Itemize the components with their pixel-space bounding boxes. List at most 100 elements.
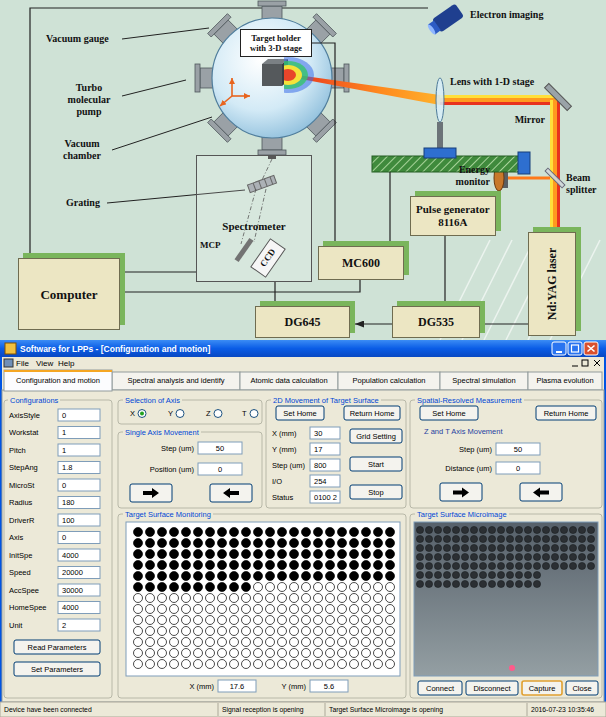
- target-spot-grid: [290, 583, 299, 592]
- crater-dots: [452, 553, 459, 560]
- target-spot-grid: [158, 627, 167, 636]
- target-spot-grid: [326, 561, 335, 570]
- chamber-port: [313, 14, 336, 37]
- crater-dots: [506, 580, 513, 587]
- ui-text: 4000: [62, 603, 79, 612]
- target-spot-grid: [374, 583, 383, 592]
- target-spot-grid: [242, 528, 251, 537]
- status-text: Signal reception is opening: [222, 706, 304, 714]
- ui-text: 1: [62, 428, 66, 437]
- target-spot-grid: [374, 660, 383, 669]
- target-spot-grid: [218, 572, 227, 581]
- node-text: Pulse generator: [416, 203, 490, 216]
- software-window: [0, 702, 606, 717]
- laser-beam: [557, 100, 560, 232]
- crater-dots: [497, 535, 504, 542]
- target-spot-grid: [326, 616, 335, 625]
- target-spot-grid: [326, 638, 335, 647]
- push-button: [350, 457, 402, 471]
- crater-dots: [524, 571, 531, 578]
- ui-text: Radius: [9, 498, 32, 507]
- software-window: [582, 360, 588, 366]
- target-spot-grid: [242, 638, 251, 647]
- target-spot-grid: [194, 649, 203, 658]
- target-spot-grid: [206, 649, 215, 658]
- crater-dots: [425, 562, 432, 569]
- target-spot-grid: [170, 583, 179, 592]
- group-title: Configurations: [8, 396, 60, 405]
- target-spot-grid: [362, 528, 371, 537]
- target-spot-grid: [266, 550, 275, 559]
- crater-dots: [542, 535, 549, 542]
- crater-dots: [452, 544, 459, 551]
- crater-dots: [425, 553, 432, 560]
- target-spot-grid: [374, 528, 383, 537]
- software-window: [2, 369, 604, 391]
- connector-wire: [444, 236, 445, 301]
- group-title: Single Axis Movement: [123, 428, 201, 437]
- target-spot-grid: [134, 528, 395, 669]
- crater-dots: [461, 553, 468, 560]
- target-spot-grid: [182, 594, 191, 603]
- target-spot-grid: [218, 616, 227, 625]
- target-spot-grid: [206, 572, 215, 581]
- target-spot-grid: [254, 539, 263, 548]
- target-spot-grid: [242, 627, 251, 636]
- crater-dots: [479, 535, 486, 542]
- crater-dots: [524, 535, 531, 542]
- group-box: [4, 400, 602, 698]
- target-spot-grid: [254, 572, 263, 581]
- computer-box: Computer: [18, 258, 120, 330]
- ui-text: DriverR: [9, 516, 34, 525]
- laser-beam: [504, 177, 550, 180]
- crater-dots: [461, 571, 468, 578]
- target-spot-grid: [326, 528, 335, 537]
- target-spot-grid: [386, 616, 395, 625]
- crater-dots: [587, 562, 594, 569]
- target-spot-grid: [338, 594, 347, 603]
- target-spot-grid: [338, 638, 347, 647]
- target-spot-grid: [254, 583, 263, 592]
- software-window: [0, 340, 606, 717]
- target-spot-grid: [194, 660, 203, 669]
- lens-stage: [424, 148, 456, 158]
- text-field: [58, 584, 100, 596]
- ui-text: 0: [62, 533, 66, 542]
- crater-dots: [416, 535, 423, 542]
- radio-button: [176, 410, 184, 418]
- crater-dots: [443, 571, 450, 578]
- target-spot-grid: [230, 660, 239, 669]
- ui-text: X: [130, 409, 135, 418]
- axes-symbol: [232, 95, 250, 97]
- ui-text: InitSpe: [9, 551, 32, 560]
- arrow-icon: [143, 488, 549, 499]
- target-spot-grid: [266, 583, 275, 592]
- ui-text: I/O: [272, 477, 282, 486]
- push-button: [14, 640, 100, 654]
- software-window: [556, 351, 562, 353]
- push-button: [344, 406, 400, 420]
- target-spot-grid: [146, 627, 155, 636]
- crater-dots: [470, 571, 477, 578]
- ui-controls: [14, 406, 598, 695]
- connector-wire: [274, 282, 275, 301]
- crater-dots: [578, 544, 585, 551]
- software-window: [588, 346, 595, 352]
- ui-text: Plasma evolution: [536, 376, 593, 385]
- crater-dots: [542, 544, 549, 551]
- text-field: [496, 462, 540, 474]
- target-spot-grid: [278, 572, 287, 581]
- camera-symbol: [425, 3, 464, 37]
- crater-dots: [533, 571, 540, 578]
- target-spot-grid: [242, 572, 251, 581]
- text-field: [310, 459, 340, 471]
- target-spot-grid: [134, 583, 143, 592]
- target-spot-grid: [338, 660, 347, 669]
- camera-symbol: [427, 23, 437, 35]
- crater-dots: [533, 526, 540, 533]
- ui-text: 50: [514, 445, 522, 454]
- crater-dots: [497, 562, 504, 569]
- software-window: [440, 372, 528, 390]
- ui-text: Grid Setting: [356, 432, 396, 441]
- crater-dots: [479, 562, 486, 569]
